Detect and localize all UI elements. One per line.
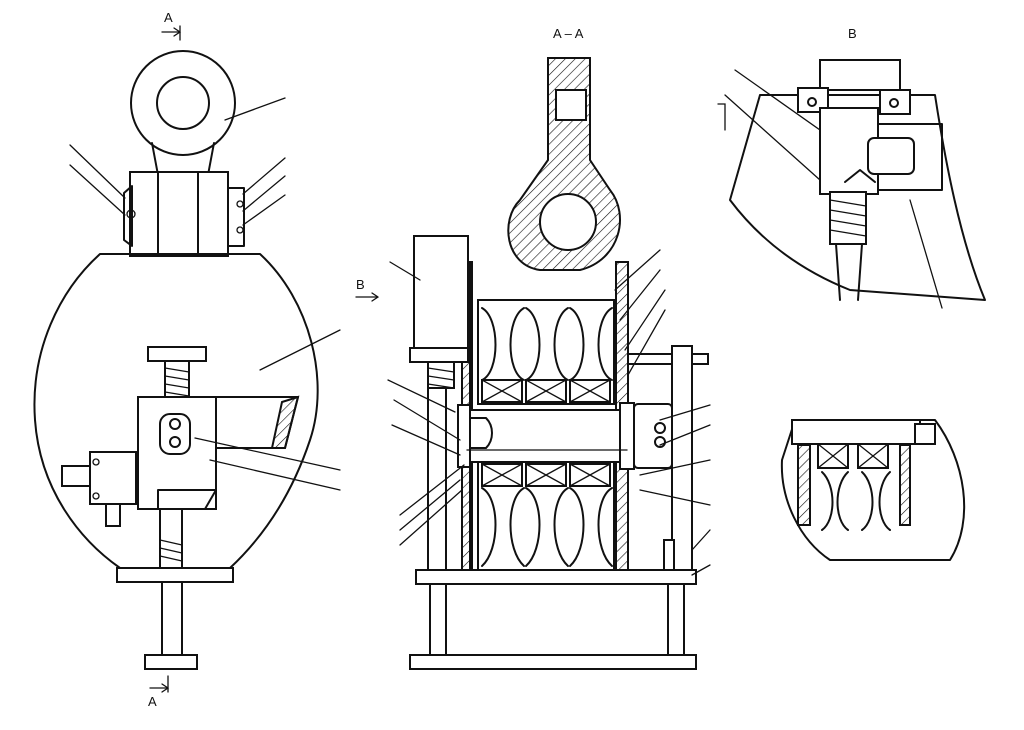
view-b-title: B	[848, 26, 857, 41]
front-view: A A	[33, 10, 341, 709]
spring	[829, 191, 867, 245]
detail-view-b: B	[717, 26, 986, 309]
section-leaders	[387, 249, 711, 576]
main-shaft	[457, 402, 673, 470]
upper-sheaves	[477, 299, 615, 405]
svg-text:A: A	[148, 694, 157, 709]
lower-sheaves	[477, 461, 615, 575]
detail-sheave-section	[780, 419, 966, 561]
section-marker-bottom: A	[148, 675, 170, 709]
section-title: A – A	[553, 26, 584, 41]
svg-text:B: B	[356, 277, 365, 292]
section-view: A – A	[355, 26, 711, 670]
bottom-adjust-screw	[116, 508, 234, 670]
section-marker-top: A	[161, 10, 182, 41]
detail-outline	[780, 419, 966, 561]
side-nut-assembly	[61, 451, 137, 527]
svg-text:A: A	[164, 10, 173, 25]
upper-brake-box	[409, 235, 469, 571]
top-block	[819, 59, 901, 91]
right-frame-post	[627, 345, 709, 581]
lifting-eye	[130, 50, 236, 176]
hatched-eye-section	[507, 57, 621, 271]
section-base	[409, 569, 697, 670]
bearing-housing	[137, 395, 300, 510]
view-b-arrow: B	[355, 277, 380, 302]
view-b-outline	[729, 94, 986, 301]
front-leaders	[69, 97, 341, 491]
clevis-block	[123, 171, 245, 257]
top-adjust-screw	[147, 346, 207, 398]
